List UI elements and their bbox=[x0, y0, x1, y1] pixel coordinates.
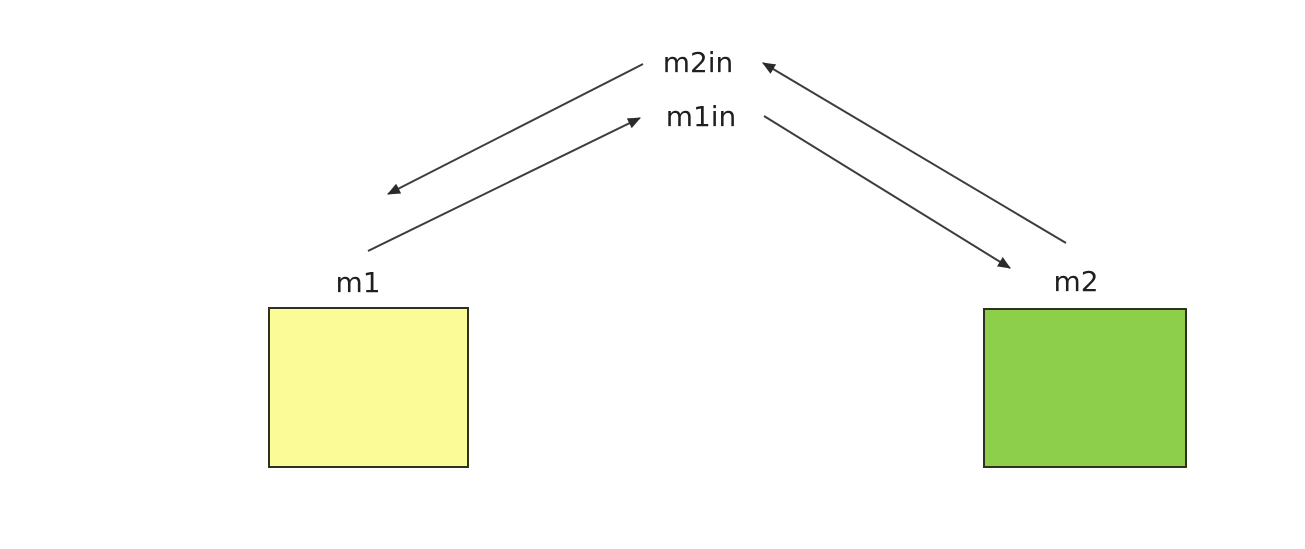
port-label-m2in: m2in bbox=[662, 46, 734, 79]
node-m1-box bbox=[268, 307, 469, 468]
edge-m2in-to-m1 bbox=[387, 63, 644, 195]
port-label-m1in: m1in bbox=[665, 100, 737, 133]
edge-m1in-to-m2 bbox=[763, 115, 1011, 269]
edge-m2-to-m2in bbox=[762, 62, 1067, 244]
edge-m1-to-m1in bbox=[367, 117, 641, 252]
node-label-m1: m1 bbox=[335, 266, 381, 299]
node-label-m2: m2 bbox=[1053, 265, 1099, 298]
node-m2-box bbox=[983, 308, 1187, 468]
